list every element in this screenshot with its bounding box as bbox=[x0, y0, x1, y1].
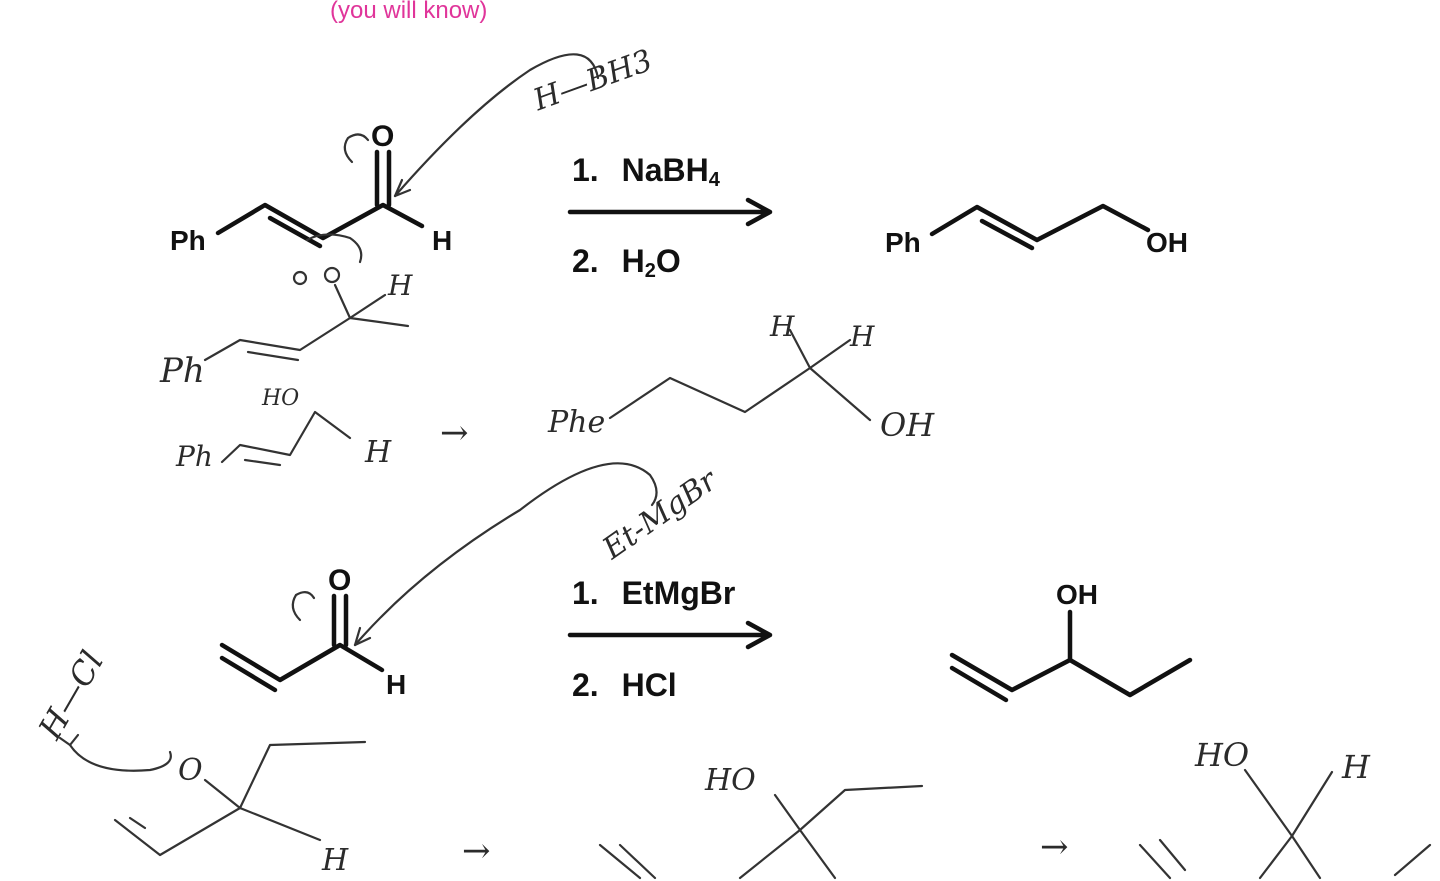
alkoxide-h-label: H bbox=[387, 269, 413, 302]
final-ho: HO bbox=[1194, 736, 1249, 774]
protonation-ph-label: Ph bbox=[175, 440, 213, 473]
intermediate-o: O bbox=[178, 753, 203, 788]
step-arrow-3: → bbox=[1040, 827, 1069, 867]
grignard-note: Et-MgBr bbox=[596, 462, 725, 567]
final-h: H bbox=[1341, 748, 1371, 786]
reaction1-step2-o: O bbox=[656, 243, 681, 279]
reaction2-reactant: O H bbox=[219, 564, 406, 700]
reaction1-product: Ph OH bbox=[885, 203, 1188, 258]
reaction1-reactant: Ph O H bbox=[170, 120, 452, 256]
hand-product-h-3: H bbox=[769, 310, 795, 343]
hand-product-phe: Phe bbox=[547, 405, 605, 440]
reaction2-product: OH bbox=[949, 579, 1193, 703]
hand-product-h-4: H bbox=[849, 320, 875, 353]
intermediate-h: H bbox=[321, 843, 349, 878]
svg-text:1. EtMgBr: 1. EtMgBr bbox=[572, 575, 735, 611]
reactant2-h-label: H bbox=[386, 669, 406, 700]
reaction1-mechanism-ink: H—BH3 Ph H Ph HO H → Phe H H OH bbox=[159, 43, 935, 473]
product1-ph-label: Ph bbox=[885, 227, 921, 258]
reaction1-conditions: 1. NaBH4 2. H2O bbox=[567, 152, 773, 282]
svg-text:2. H2O: 2. H2O bbox=[572, 243, 681, 282]
product1-oh-label: OH bbox=[1146, 227, 1188, 258]
grignard-attack-arrow bbox=[353, 462, 658, 647]
intermediate2-ho: HO bbox=[704, 763, 756, 798]
reaction1-step2-subscript: 2 bbox=[645, 260, 656, 282]
reaction1-step1-number: 1. bbox=[572, 152, 599, 188]
header-note: (you will know) bbox=[330, 0, 487, 24]
reaction2-step1-number: 1. bbox=[572, 575, 599, 611]
step-arrow-2: → bbox=[462, 831, 491, 871]
reaction2-step1-reagent: EtMgBr bbox=[622, 575, 736, 611]
reaction1-step2-h: H bbox=[622, 243, 645, 279]
hcl-note: H—Cl bbox=[30, 644, 111, 746]
reactant1-o-label: O bbox=[371, 120, 394, 153]
reaction1-step2-number: 2. bbox=[572, 243, 599, 279]
hand-product-oh: OH bbox=[880, 406, 935, 444]
reaction2-arrow bbox=[567, 620, 773, 650]
protonation-h-label-2: H bbox=[364, 435, 392, 470]
svg-text:2. HCl: 2. HCl bbox=[572, 667, 677, 703]
product2-oh-label: OH bbox=[1056, 579, 1098, 610]
hbh3-note: H—BH3 bbox=[528, 43, 657, 118]
reaction2-step2-number: 2. bbox=[572, 667, 599, 703]
reaction1-step1-subscript: 4 bbox=[709, 169, 721, 191]
reaction2-step2-reagent: HCl bbox=[622, 667, 677, 703]
reactant1-h-label: H bbox=[432, 225, 452, 256]
reaction1-step1-reagent: NaBH bbox=[622, 152, 709, 188]
step-arrow-1: → bbox=[440, 413, 469, 453]
reactant2-o-label: O bbox=[328, 564, 351, 597]
svg-text:1. NaBH4: 1. NaBH4 bbox=[572, 152, 721, 191]
reaction1-arrow bbox=[567, 197, 773, 227]
alkoxide-ph-label: Ph bbox=[159, 351, 205, 391]
reactant1-ph-label: Ph bbox=[170, 225, 206, 256]
protonation-ho-label: HO bbox=[261, 386, 299, 411]
reaction2-conditions: 1. EtMgBr 2. HCl bbox=[567, 575, 773, 703]
hydride-attack-arrow bbox=[393, 53, 600, 198]
